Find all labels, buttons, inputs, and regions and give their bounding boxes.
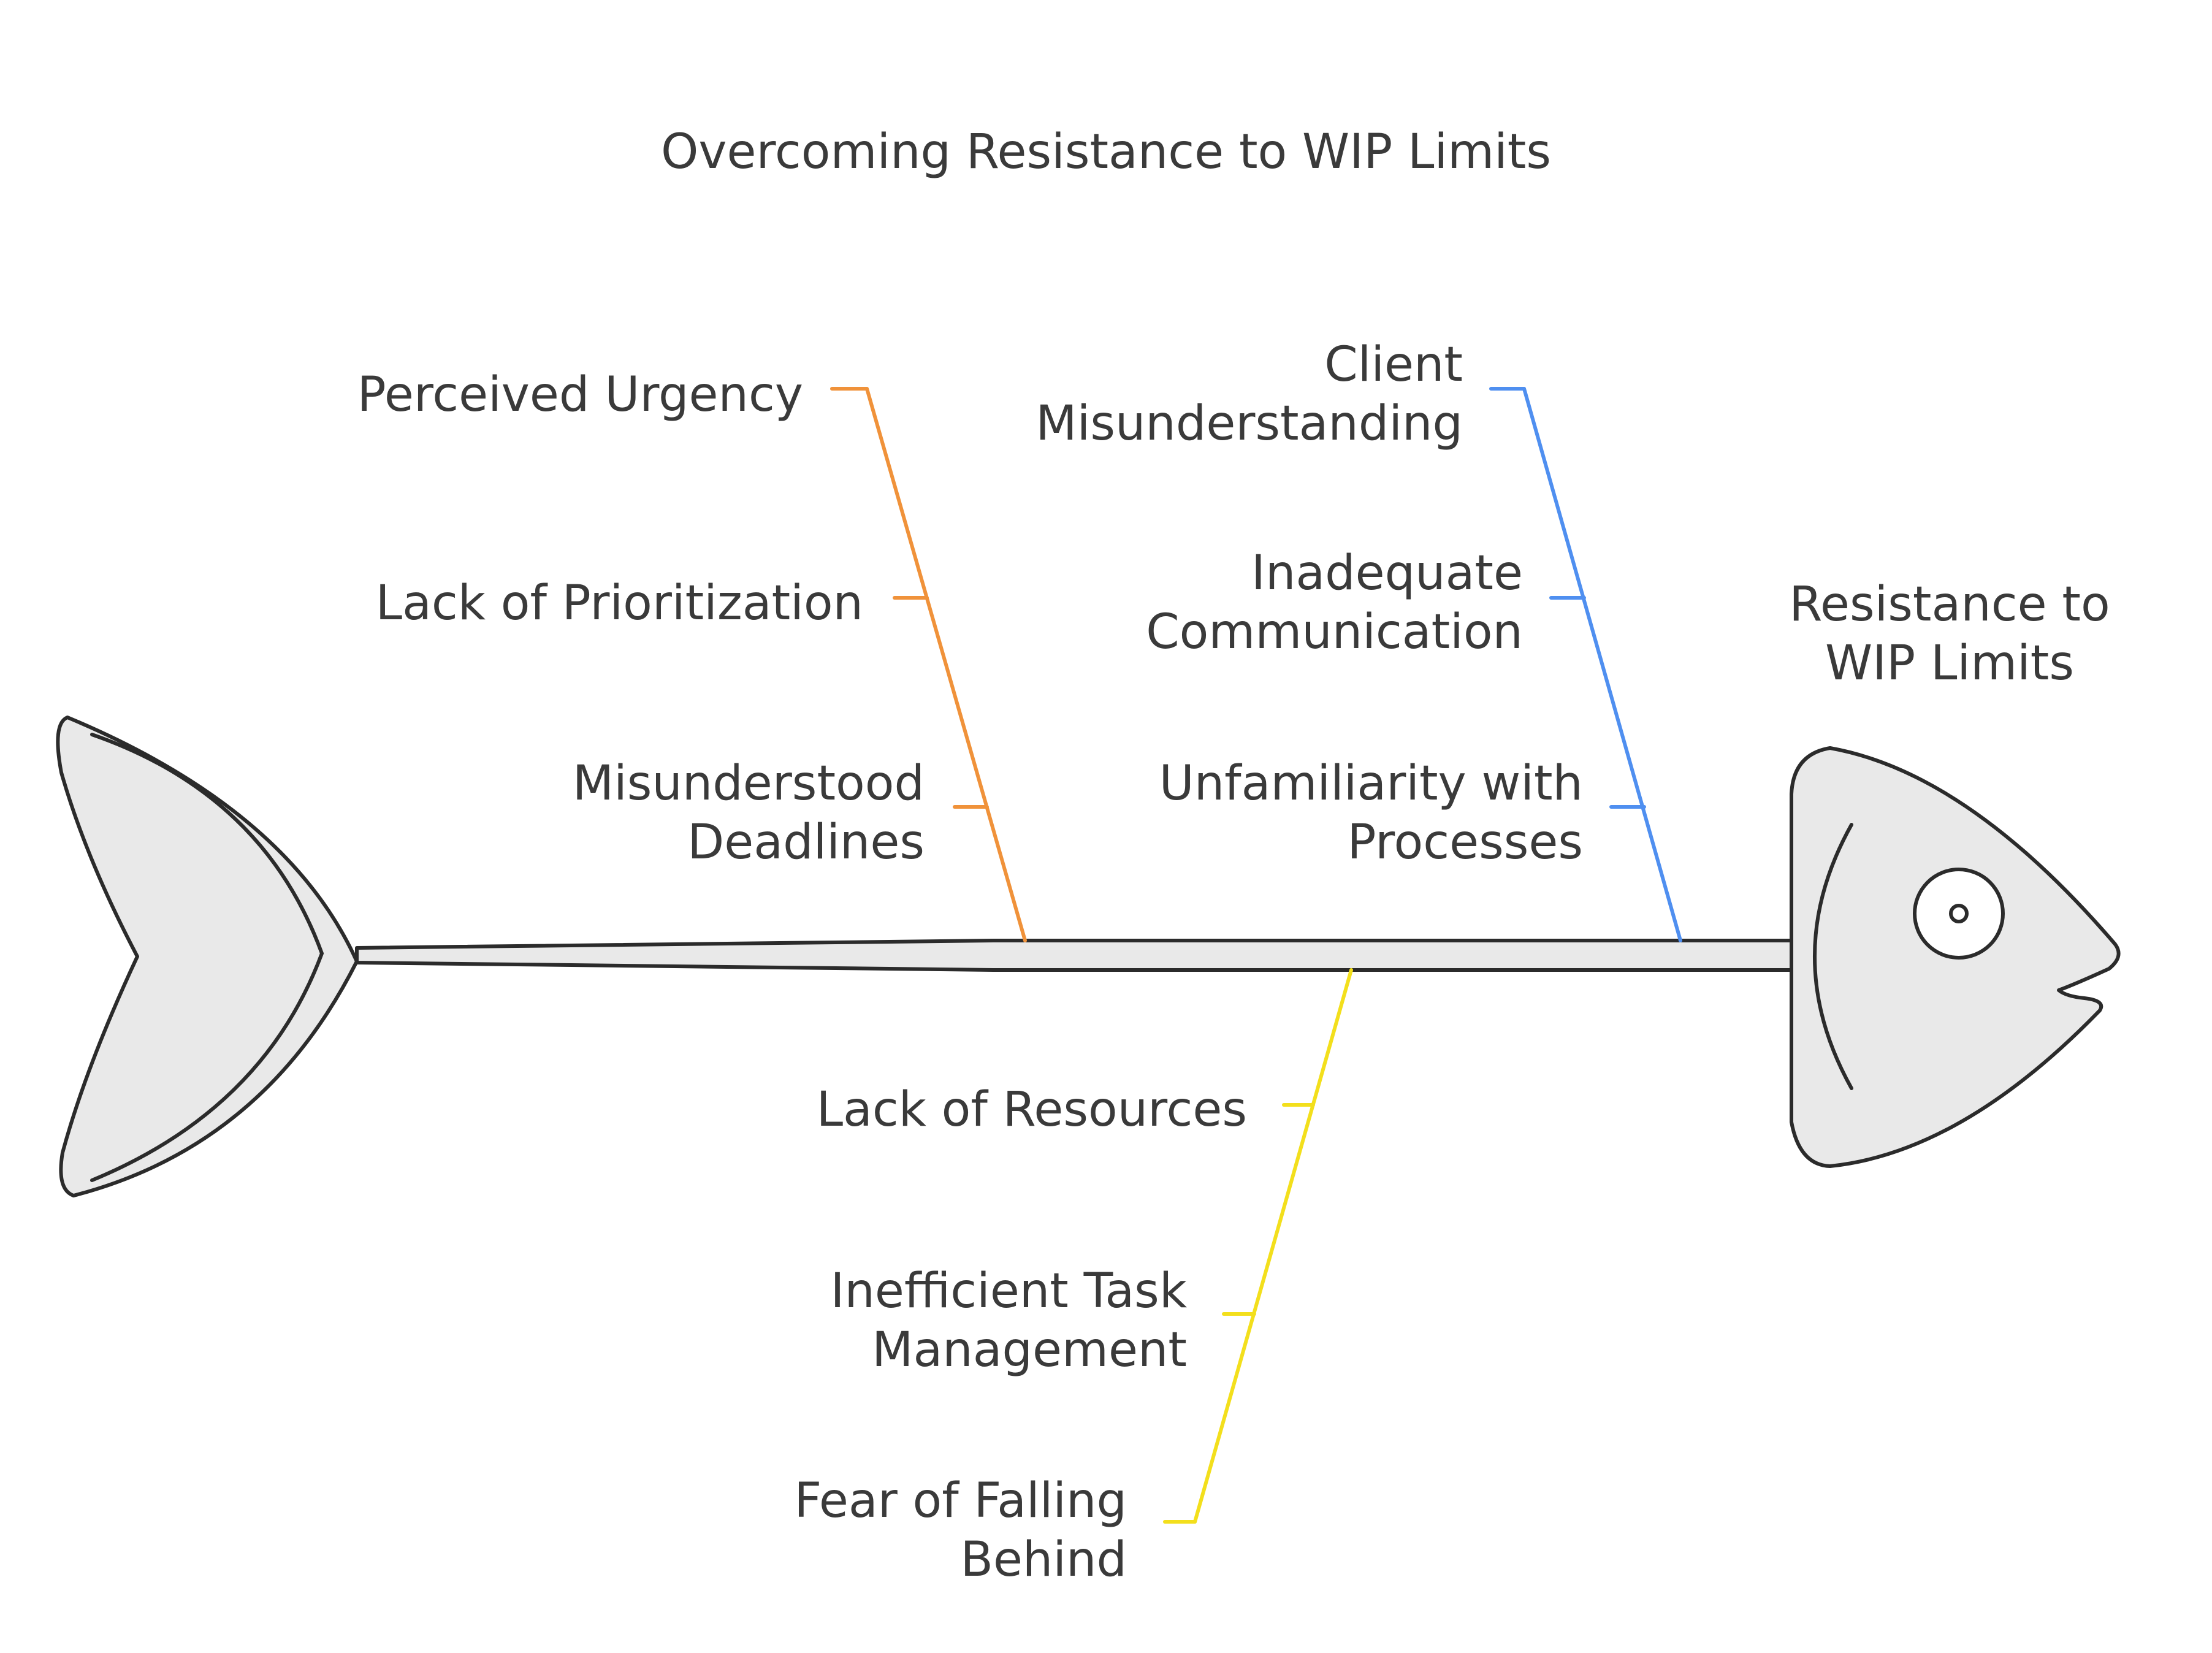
cause-perceived-urgency: Perceived Urgency bbox=[184, 365, 803, 424]
cause-label-line2: Communication bbox=[1146, 605, 1523, 660]
bone-yellow bbox=[1163, 968, 1353, 1524]
cause-misunderstood-deadlines: Misunderstood Deadlines bbox=[184, 754, 925, 872]
cause-label-line1: Perceived Urgency bbox=[357, 367, 803, 422]
bone-orange bbox=[830, 387, 1027, 942]
effect-label: Resistance to WIP Limits bbox=[1735, 575, 2164, 693]
cause-label-line1: Lack of Resources bbox=[816, 1082, 1247, 1137]
cause-label-line2: Processes bbox=[1347, 815, 1583, 870]
cause-label-line1: Inadequate bbox=[1251, 546, 1523, 601]
cause-label-line2: Management bbox=[872, 1323, 1187, 1378]
cause-label-line1: Misunderstood bbox=[572, 756, 925, 811]
cause-label-line1: Unfamiliarity with bbox=[1159, 756, 1583, 811]
cause-label-line1: Fear of Falling bbox=[794, 1473, 1127, 1529]
bone-main-line bbox=[1193, 968, 1353, 1524]
cause-label-line2: Behind bbox=[960, 1532, 1127, 1587]
effect-label-line1: Resistance to bbox=[1789, 577, 2110, 632]
fish-spine bbox=[355, 939, 1798, 972]
cause-fear-of-falling-behind: Fear of Falling Behind bbox=[552, 1472, 1127, 1589]
cause-lack-of-resources: Lack of Resources bbox=[552, 1080, 1247, 1139]
cause-label-line2: Misunderstanding bbox=[1035, 396, 1463, 451]
bone-main-line bbox=[865, 387, 1027, 942]
fish-tail-inner-line bbox=[90, 733, 324, 1182]
cause-inadequate-communication: Inadequate Communication bbox=[797, 544, 1523, 662]
bone-main-line bbox=[1522, 387, 1682, 942]
fish-gill-line bbox=[1813, 823, 1853, 1090]
cause-lack-of-prioritization: Lack of Prioritization bbox=[184, 574, 863, 633]
effect-label-line2: WIP Limits bbox=[1825, 636, 2074, 691]
cause-client-misunderstanding: Client Misunderstanding bbox=[797, 335, 1463, 453]
cause-label-line1: Client bbox=[1324, 337, 1463, 392]
cause-label-line1: Lack of Prioritization bbox=[375, 576, 863, 631]
cause-unfamiliarity-with-processes: Unfamiliarity with Processes bbox=[797, 754, 1583, 872]
diagram-title: Overcoming Resistance to WIP Limits bbox=[660, 124, 1552, 180]
cause-label-line1: Inefficient Task bbox=[830, 1264, 1187, 1319]
cause-label-line2: Deadlines bbox=[687, 815, 925, 870]
bone-blue bbox=[1489, 387, 1682, 942]
fish-tail bbox=[56, 716, 359, 1197]
fish-pupil bbox=[1949, 904, 1969, 923]
cause-inefficient-task-management: Inefficient Task Management bbox=[552, 1262, 1187, 1380]
